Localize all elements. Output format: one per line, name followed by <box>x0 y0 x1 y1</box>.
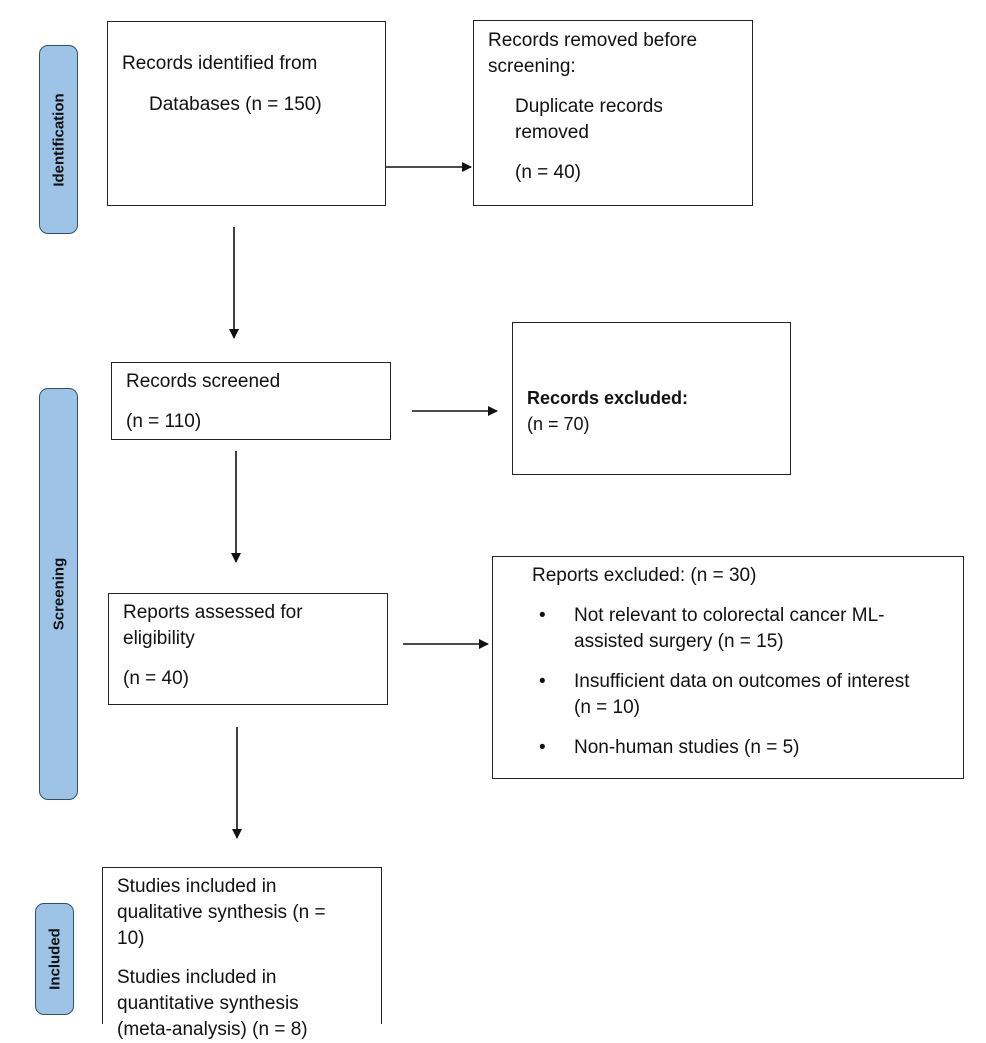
exclusion-reason-list: Not relevant to colorectal cancer ML- as… <box>534 603 910 775</box>
records-removed-box: Records removed before screening: Duplic… <box>473 20 753 206</box>
records-excluded-label: Records excluded: <box>527 388 689 408</box>
duplicates-removed-text: Duplicate records removed <box>515 96 663 143</box>
duplicates-removed-count: (n = 40) <box>515 162 582 183</box>
quantitative-synthesis-text: Studies included in quantitative synthes… <box>117 967 308 1040</box>
exclusion-reason-2: Insufficient data on outcomes of interes… <box>534 669 910 721</box>
exclusion-reason-text: Insufficient data on outcomes of interes… <box>574 671 910 718</box>
exclusion-reason-1: Not relevant to colorectal cancer ML- as… <box>534 603 910 655</box>
records-identified-line1: Records identified from <box>122 53 318 74</box>
records-identified-box: Records identified from Databases (n = 1… <box>107 21 386 206</box>
records-excluded-box: Records excluded: (n = 70) <box>512 322 791 475</box>
records-screened-count: (n = 110) <box>126 411 202 432</box>
records-screened-title: Records screened <box>126 371 281 392</box>
records-excluded-count: (n = 70) <box>527 414 590 434</box>
phase-identification: Identification <box>39 45 78 234</box>
studies-included-box: Studies included in qualitative synthesi… <box>102 867 382 1040</box>
reports-assessed-title: Reports assessed for eligibility <box>123 602 303 649</box>
records-screened-box: Records screened (n = 110) <box>111 362 391 440</box>
records-identified-line2: Databases (n = 150) <box>149 94 322 115</box>
reports-excluded-box: Reports excluded: (n = 30) Not relevant … <box>492 556 964 779</box>
phase-screening: Screening <box>39 388 78 800</box>
records-excluded-text: Records excluded: (n = 70) <box>527 359 688 437</box>
reports-assessed-box: Reports assessed for eligibility (n = 40… <box>108 593 388 705</box>
reports-excluded-title: Reports excluded: (n = 30) <box>532 565 757 586</box>
qualitative-synthesis-text: Studies included in qualitative synthesi… <box>117 876 326 949</box>
phase-included: Included <box>35 903 74 1015</box>
exclusion-reason-3: Non-human studies (n = 5) <box>534 735 910 761</box>
records-removed-title: Records removed before screening: <box>488 30 698 77</box>
exclusion-reason-text: Non-human studies (n = 5) <box>574 737 800 758</box>
reports-assessed-count: (n = 40) <box>123 668 190 689</box>
exclusion-reason-text: Not relevant to colorectal cancer ML- as… <box>574 605 885 652</box>
